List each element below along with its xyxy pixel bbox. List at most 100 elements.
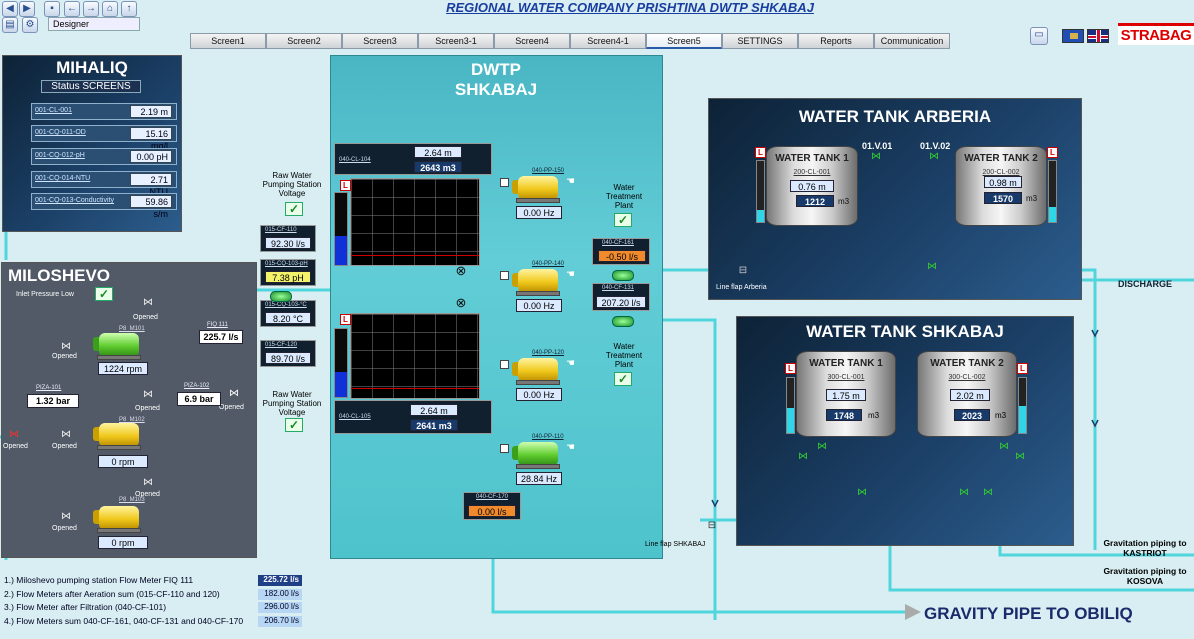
valve-status: Opened [219, 404, 244, 411]
valve-icon[interactable]: ⋈ [927, 261, 937, 272]
valve-icon[interactable]: ⋈ [61, 341, 71, 352]
valve-icon[interactable]: ⋈ [959, 487, 969, 498]
piza-101-tag: PIZA-101 [36, 385, 62, 391]
level-fill [335, 236, 347, 265]
status-row-tag: 001-CQ-013-Conductivity [35, 197, 114, 204]
cf161-tag: 040-CF-161 [602, 240, 635, 246]
valve-icon[interactable]: ⋈ [61, 511, 71, 522]
flowmeter-icon [270, 291, 292, 302]
valve-icon[interactable]: ⋈ [999, 441, 1009, 452]
tab-screen1[interactable]: Screen1 [190, 33, 266, 49]
tab-settings[interactable]: SETTINGS [722, 33, 798, 49]
valve-icon[interactable]: ⋈ [143, 477, 153, 488]
valve-icon[interactable]: ⋈ [857, 487, 867, 498]
shkabaj-tank-2[interactable]: WATER TANK 2 300-CL-002 [917, 351, 1017, 437]
back-icon[interactable]: ◀ [2, 1, 18, 17]
valve-icon[interactable]: ⋈ [817, 441, 827, 452]
hand-icon[interactable]: ☚ [566, 442, 575, 453]
cl104-tag: 040-CL-104 [339, 157, 371, 163]
tab-screen3[interactable]: Screen3 [342, 33, 418, 49]
line-flap-arberia-icon[interactable]: ⊟ [738, 265, 748, 276]
raw-water-voltage-check-bottom[interactable]: ✓ [285, 418, 303, 432]
cf170-tag: 040-CF-170 [476, 494, 509, 500]
pump-select-checkbox[interactable] [500, 271, 509, 280]
settings-icon[interactable]: ⚙ [22, 17, 38, 33]
pump-040-pp-140[interactable] [512, 263, 564, 297]
line-flap-shkabaj-icon[interactable]: ⊟ [707, 520, 717, 531]
kastriot-label: Gravitation piping to KASTRIOT [1103, 538, 1187, 558]
pump-hz-value: 0.00 Hz [516, 388, 562, 401]
inlet-valve-icon[interactable]: ⋈ [9, 429, 19, 440]
save-icon[interactable]: ▪ [44, 1, 60, 17]
home-icon[interactable]: ⌂ [102, 1, 118, 17]
valve-icon[interactable]: ⋈ [229, 388, 239, 399]
pump-tag: 040-PP-140 [532, 261, 565, 267]
screen-icon[interactable]: ▭ [1030, 27, 1048, 45]
level-badge-icon: L [755, 147, 766, 158]
valve-icon[interactable]: ⋈ [143, 389, 153, 400]
right-arrow-icon[interactable]: → [83, 1, 99, 17]
left-arrow-icon[interactable]: ← [64, 1, 80, 17]
mihaliq-title: MIHALIQ [56, 58, 128, 77]
tab-communication[interactable]: Communication [874, 33, 950, 49]
tab-screen2[interactable]: Screen2 [266, 33, 342, 49]
valve-icon[interactable]: ⋈ [143, 297, 153, 308]
shkabaj-title: WATER TANK SHKABAJ [806, 322, 1004, 341]
pump-tag: P8_M103 [119, 497, 145, 503]
up-icon[interactable]: ↑ [121, 1, 137, 17]
valve-icon[interactable]: ⋈ [929, 151, 939, 162]
designer-dropdown[interactable]: Designer [48, 17, 140, 31]
pump-p8-m102[interactable] [93, 417, 145, 451]
status-row-tag: 001-CQ-012-pH [35, 152, 85, 159]
tab-screen4[interactable]: Screen4 [494, 33, 570, 49]
valve-icon[interactable]: ⋈ [798, 451, 808, 462]
pump-select-checkbox[interactable] [500, 360, 509, 369]
hand-icon[interactable]: ☚ [566, 358, 575, 369]
pump-040-pp-110[interactable] [512, 436, 564, 470]
trend-chart-upper[interactable] [350, 178, 480, 266]
uk-flag-icon[interactable] [1087, 29, 1109, 43]
valve-icon[interactable]: ⋈ [983, 487, 993, 498]
pump-p8-m103[interactable] [93, 500, 145, 534]
valve-icon[interactable]: ⋈ [1015, 451, 1025, 462]
tab-screen3-1[interactable]: Screen3-1 [418, 33, 494, 49]
pump-040-pp-150[interactable] [512, 170, 564, 204]
pump-select-checkbox[interactable] [500, 444, 509, 453]
valve-status: Opened [133, 314, 158, 321]
summary-label: 1.) Miloshevo pumping station Flow Meter… [4, 575, 194, 585]
tab-reports[interactable]: Reports [798, 33, 874, 49]
inlet-pressure-check[interactable]: ✓ [95, 287, 113, 301]
wtp-check-top[interactable]: ✓ [614, 213, 632, 227]
butterfly-valve-icon[interactable]: ⊗ [455, 295, 467, 310]
hand-icon[interactable]: ☚ [566, 269, 575, 280]
wtp-check-bottom[interactable]: ✓ [614, 372, 632, 386]
level-badge-icon: L [1047, 147, 1058, 158]
butterfly-valve-icon[interactable]: ⊗ [455, 263, 467, 278]
meter-value: 7.38 pH [265, 271, 311, 283]
kosovo-flag-icon[interactable] [1062, 29, 1084, 43]
water-treatment-plant-label: Water Treatment Plant [605, 183, 643, 210]
pump-040-pp-120[interactable] [512, 352, 564, 386]
hand-icon[interactable]: ☚ [566, 176, 575, 187]
pump-select-checkbox[interactable] [500, 178, 509, 187]
tank-tag: 200-CL-001 [793, 169, 831, 176]
shkabaj-t2-volume: 2023 [954, 409, 990, 421]
meter-tag: 015-CQ-103-°C [265, 302, 307, 308]
valve-icon[interactable]: ⋈ [61, 429, 71, 440]
valve-status: Opened [52, 525, 77, 532]
tab-screen4-1[interactable]: Screen4-1 [570, 33, 646, 49]
tab-screen5[interactable]: Screen5 [646, 33, 722, 49]
valve-icon[interactable]: ⋈ [871, 151, 881, 162]
trend-chart-lower[interactable] [350, 313, 480, 399]
printer-icon[interactable]: ▤ [2, 17, 18, 33]
forward-icon[interactable]: ▶ [19, 1, 35, 17]
valve-status: Opened [52, 353, 77, 360]
arberia-tank-1[interactable]: WATER TANK 1 200-CL-001 [766, 146, 858, 226]
raw-water-voltage-check-top[interactable]: ✓ [285, 202, 303, 216]
pump-p8-m101[interactable] [93, 327, 145, 361]
